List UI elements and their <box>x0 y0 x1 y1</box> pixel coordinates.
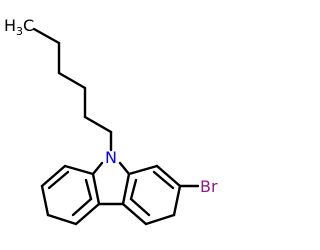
ring-bond <box>91 161 104 176</box>
ring-bond <box>40 164 67 188</box>
ring-bond <box>172 184 182 217</box>
ring-bond <box>46 213 78 226</box>
double-bond-inner <box>71 197 93 217</box>
chain-bond <box>83 115 113 134</box>
double-bond-inner <box>47 170 70 190</box>
chain-bond <box>32 27 61 45</box>
hexyl-chain <box>32 27 113 152</box>
pyrrole-ring <box>91 161 131 206</box>
chain-bond <box>57 71 87 90</box>
ring-bond <box>74 202 101 226</box>
methyl-label: H3C <box>4 16 34 38</box>
methyl-c-label: C <box>23 16 34 35</box>
ring-bond <box>127 164 159 176</box>
methyl-subscript-label: 3 <box>16 25 23 38</box>
double-bond-inner <box>152 170 175 190</box>
nitrogen-label: N <box>105 148 117 167</box>
double-bond-inner <box>129 178 138 201</box>
ring-bond <box>118 161 131 176</box>
right-benzene-ring <box>121 164 182 226</box>
ring-bond <box>144 213 176 226</box>
ring-bond <box>155 164 182 188</box>
double-bond-inner <box>129 197 151 217</box>
ring-bond <box>40 184 50 217</box>
bromine-label: Br <box>200 177 218 196</box>
ring-bond <box>121 172 131 206</box>
molecule-structure: H3C N Br <box>4 16 218 226</box>
ring-bond <box>91 172 101 206</box>
ring-bond <box>63 164 95 176</box>
methyl-h-label: H <box>4 16 16 35</box>
ring-bond <box>121 202 148 226</box>
left-benzene-ring <box>40 164 101 226</box>
double-bond-inner <box>84 178 93 201</box>
